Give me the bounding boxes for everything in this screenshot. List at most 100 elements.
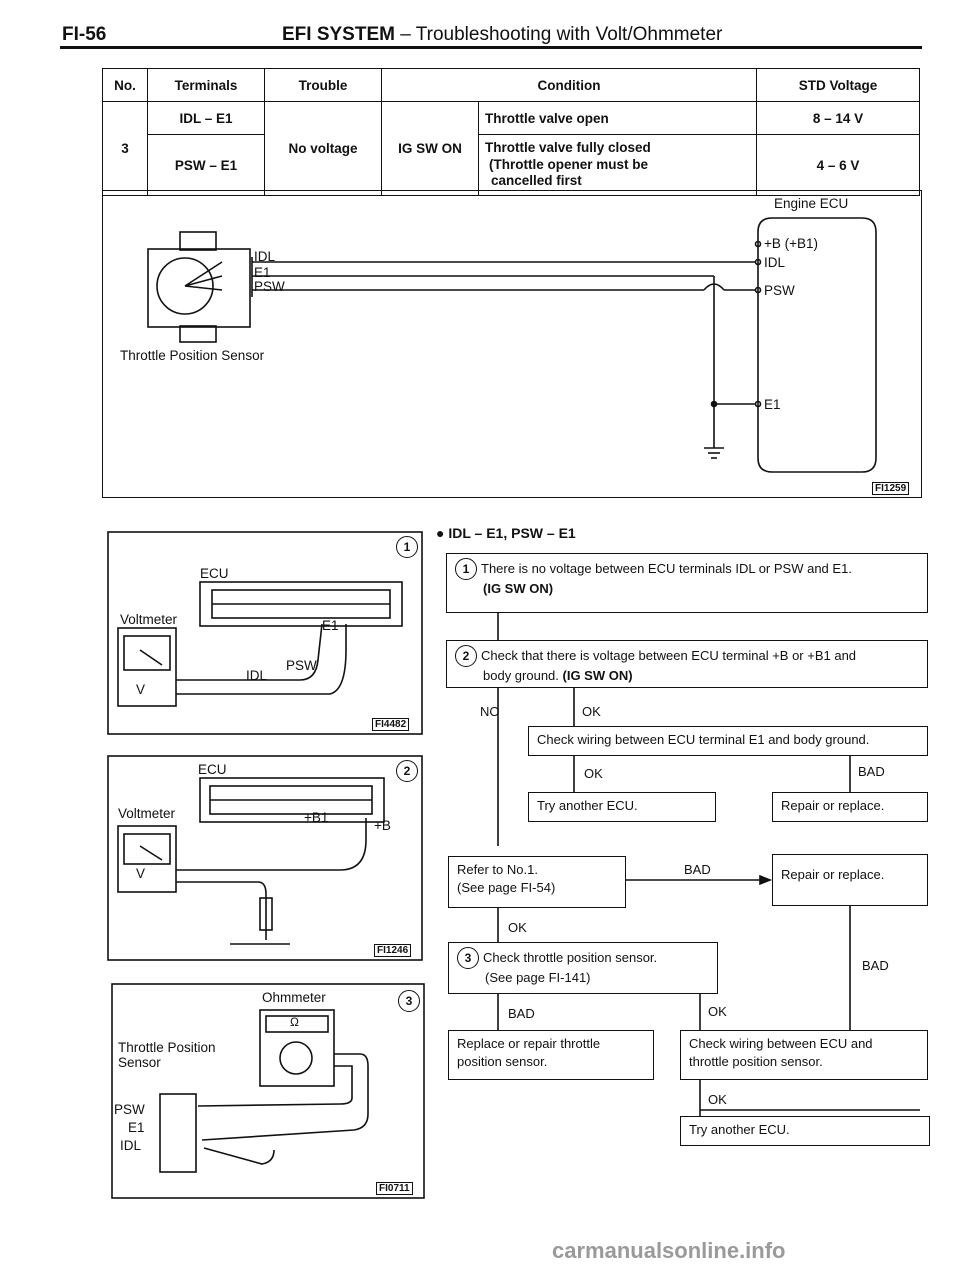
- sensor-label-psw: PSW: [254, 279, 285, 294]
- fig1-ecu-box: [199, 581, 403, 627]
- fig2-v-label: V: [136, 866, 146, 881]
- cell-cond2: Throttle valve fully closed (Throttle op…: [478, 134, 757, 196]
- flow-repair-1: Repair or replace.: [772, 792, 928, 822]
- fig1-idl-label: IDL: [246, 668, 268, 683]
- ecu-label-psw: PSW: [764, 283, 795, 298]
- fig1-probe-plus: [176, 623, 323, 681]
- flow-try-ecu-1: Try another ECU.: [528, 792, 716, 822]
- fig2-code: FI1246: [374, 944, 412, 957]
- col-terminals: Terminals: [147, 68, 265, 102]
- fig3-ohmmeter-label: Ohmmeter: [262, 990, 326, 1005]
- flow-step-1-number: 1: [455, 558, 477, 580]
- flow-bad4-label: BAD: [862, 958, 889, 973]
- sensor-contact-idl: [184, 261, 223, 287]
- cell-term2: PSW – E1: [147, 134, 265, 196]
- fig1-code: FI4482: [372, 718, 410, 731]
- col-condition: Condition: [381, 68, 757, 102]
- circuit-diagram: [102, 190, 922, 498]
- flow-replace-box: Replace or repair throttle position sens…: [448, 1030, 654, 1080]
- fig3-probe-b: [197, 1065, 353, 1107]
- flow-step-3-text: Check throttle position sensor.: [483, 950, 658, 965]
- ecu-pin-e1: [754, 400, 762, 408]
- header-rule: [60, 46, 922, 49]
- fig1-voltmeter-dial: [123, 635, 171, 671]
- flow-bad1-label: BAD: [858, 764, 885, 779]
- fig2-ecu-box: [199, 777, 385, 823]
- circuit-fig-code: FI1259: [872, 482, 910, 495]
- table-row: 3 IDL – E1 No voltage IG SW ON Throttle …: [102, 101, 920, 196]
- flow-refer-line1: Refer to No.1.: [457, 862, 538, 877]
- spec-table: No. Terminals Trouble Condition STD Volt…: [102, 68, 920, 196]
- fig2-frame: [107, 755, 423, 961]
- flow-step-1: 1 There is no voltage between ECU termina…: [446, 553, 928, 613]
- cell-std2: 4 – 6 V: [756, 134, 920, 196]
- flow-wiring-line2: throttle position sensor.: [689, 1053, 823, 1069]
- fig3-e1-label: E1: [128, 1120, 145, 1135]
- fig1-probe-minus: [176, 624, 347, 695]
- fig1-needle: [139, 649, 163, 666]
- ecu-label-e1: E1: [764, 397, 781, 412]
- flow-arrow-bad2: [759, 874, 773, 886]
- fig3-ohm-symbol: Ω: [290, 1015, 299, 1029]
- watermark: carmanualsonline.info: [552, 1238, 786, 1263]
- ecu-title: Engine ECU: [774, 196, 849, 211]
- flow-replace-line2: position sensor.: [457, 1053, 548, 1069]
- fig3-sensor-label: Throttle Position Sensor: [118, 1040, 216, 1070]
- fig1-v-label: V: [136, 682, 146, 697]
- fig3-number: 3: [398, 990, 420, 1012]
- fig3-ohmmeter-dial: [279, 1041, 313, 1075]
- flow-step-2-number: 2: [455, 645, 477, 667]
- flow-refer-box: Refer to No.1. (See page FI-54): [448, 856, 626, 908]
- fig2-number: 2: [396, 760, 418, 782]
- sensor-label-e1: E1: [254, 265, 271, 280]
- fig3-probe-c: [203, 1147, 275, 1165]
- fig1-e1-label: E1: [322, 618, 339, 633]
- cell-no: 3: [102, 101, 148, 196]
- fig2-ground-probe: [259, 897, 273, 931]
- ecu-pin-b: [754, 240, 762, 248]
- cond2-line2: (Throttle opener must be: [489, 156, 649, 172]
- flow-ok1-label: OK: [582, 704, 601, 719]
- flow-step-2: 2 Check that there is voltage between ECU…: [446, 640, 928, 688]
- table-row: PSW – E1 Throttle valve fully closed (Th…: [103, 134, 920, 196]
- flow-step-3-number: 3: [457, 947, 479, 969]
- sensor-contact-e1: [184, 275, 223, 287]
- cond2-line3: cancelled first: [491, 173, 582, 189]
- fig1-voltmeter-body: [117, 627, 177, 707]
- ecu-label-b: +B (+B1): [764, 236, 819, 251]
- fig1-frame: [107, 531, 423, 735]
- flow-try-ecu-2: Try another ECU.: [680, 1116, 930, 1146]
- flow-ok5-label: OK: [708, 1092, 727, 1107]
- ecu-outline: [757, 217, 877, 473]
- flow-step-1-text: There is no voltage between ECU terminal…: [481, 561, 852, 576]
- cond2-line1: Throttle valve fully closed: [485, 139, 651, 155]
- flow-step-2-sub-a: body ground.: [483, 668, 563, 683]
- fig1-voltmeter-label: Voltmeter: [120, 612, 178, 627]
- fig1-psw-label: PSW: [286, 658, 317, 673]
- flow-step-3: 3 Check throttle position sensor. (See pa…: [448, 942, 718, 994]
- flow-step-1-sub: (IG SW ON): [483, 581, 554, 596]
- sensor-dial: [156, 257, 214, 315]
- fig1-ecu-label: ECU: [200, 566, 229, 581]
- fig3-idl-label: IDL: [120, 1138, 142, 1153]
- fig1-number: 1: [396, 536, 418, 558]
- fig2-voltmeter-dial: [123, 833, 171, 865]
- fig3-psw-label: PSW: [114, 1102, 145, 1117]
- fig3-ohmmeter-display: [265, 1015, 329, 1033]
- cell-ig: IG SW ON: [381, 101, 479, 196]
- flow-no-label: NO: [480, 704, 500, 719]
- flow-check-e1-box: Check wiring between ECU terminal E1 and…: [528, 726, 928, 756]
- table-header-row: No. Terminals Trouble Condition STD Volt…: [102, 68, 920, 102]
- fig2-ecu-label: ECU: [198, 762, 227, 777]
- flow-ok4-label: OK: [708, 1004, 727, 1019]
- sensor-top-tab: [179, 231, 217, 251]
- fig3-ohmmeter-body: [259, 1009, 335, 1087]
- col-no: No.: [102, 68, 148, 102]
- fig3-sensor-connector: [159, 1093, 197, 1173]
- sensor-bottom-tab: [179, 325, 217, 343]
- flow-step-2-text: Check that there is voltage between ECU …: [481, 648, 857, 663]
- flow-step-3-sub: (See page FI-141): [485, 970, 591, 985]
- flow-wiring-box: Check wiring between ECU and throttle po…: [680, 1030, 928, 1080]
- sensor-label-idl: IDL: [254, 249, 276, 264]
- sensor-name: Throttle Position Sensor: [120, 348, 265, 363]
